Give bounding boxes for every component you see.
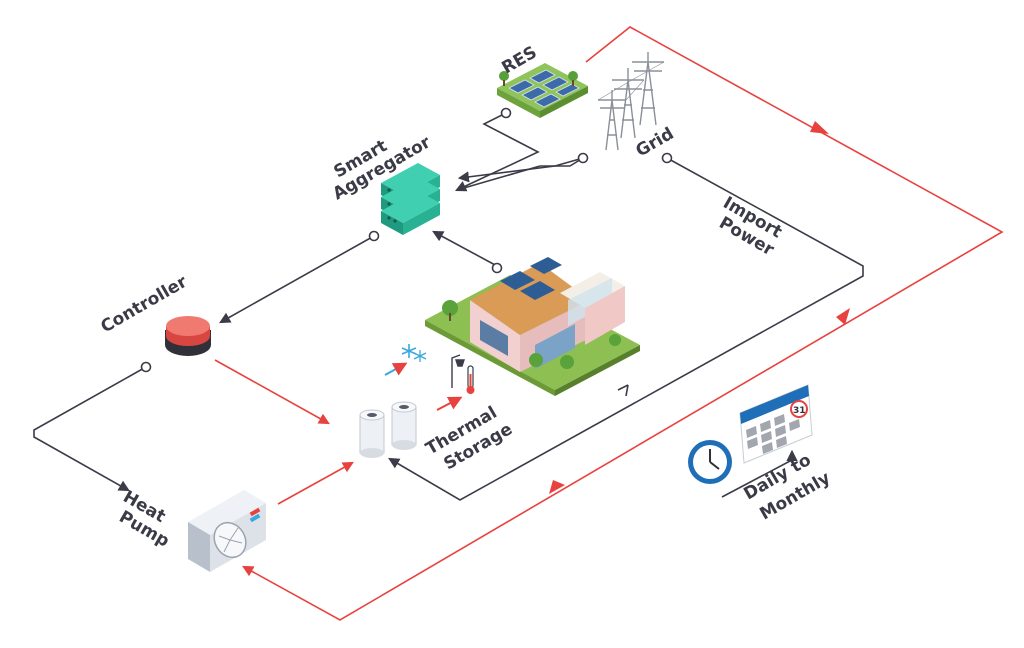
thermal-storage-tanks-icon	[359, 401, 417, 458]
calendar-icon	[739, 384, 813, 464]
heat-pump-unit-icon	[188, 490, 266, 572]
smart-house-icon	[425, 257, 640, 396]
red-loop-arrowheads	[549, 121, 850, 494]
controller-button-icon	[165, 316, 211, 356]
grid-pylons-icon	[597, 52, 665, 151]
heatpump-to-storage-arrow	[277, 461, 354, 505]
smart-aggregator-server-icon	[381, 163, 440, 235]
red-flow-loop	[242, 26, 1004, 621]
connector-nodes	[140, 107, 673, 373]
cooling-arrow	[384, 362, 408, 376]
dark-connectors	[33, 112, 864, 501]
thermometer-icon	[466, 365, 475, 394]
controller-to-storage-arrow	[214, 359, 330, 425]
import-to-house-arrow	[617, 384, 629, 397]
snowflake-icon	[401, 344, 427, 362]
res-solar-farm-icon	[497, 63, 588, 118]
clock-icon	[688, 440, 732, 484]
storage-to-thermometer-arrow	[436, 396, 463, 411]
calendar-day-number: 31	[793, 406, 806, 416]
shower-icon	[451, 354, 465, 388]
